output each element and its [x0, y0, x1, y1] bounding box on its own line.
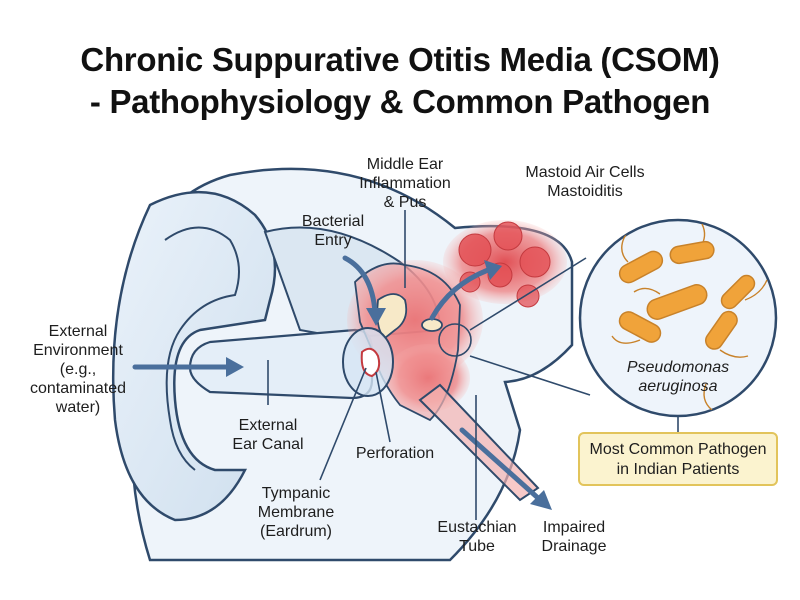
pinna-inner-fold — [164, 226, 240, 471]
label-eustachian-tube: Eustachian Tube — [437, 519, 517, 555]
pathogen-callout-box: Most Common Pathogen in Indian Patients — [578, 432, 778, 486]
label-middle-ear: Middle Ear Inflammation & Pus — [359, 156, 451, 211]
bacterium — [618, 311, 662, 343]
bacterium — [618, 250, 664, 284]
bacterium — [669, 240, 715, 265]
pinna — [111, 190, 277, 522]
bacterium — [720, 274, 756, 310]
label-bacterial-entry: Bacterial Entry — [301, 213, 365, 249]
mastoid-air-cells — [443, 220, 567, 308]
diagram-title-line1: Chronic Suppurative Otitis Media (CSOM) — [80, 41, 720, 78]
bacterium — [704, 310, 738, 350]
ossicles — [376, 293, 408, 340]
label-tympanic-membrane: Tympanic Membrane (Eardrum) — [257, 485, 335, 540]
label-organism: Pseudomonas aeruginosa — [626, 359, 730, 395]
diagram-title-line2: - Pathophysiology & Common Pathogen — [89, 83, 711, 120]
label-perforation: Perforation — [355, 445, 435, 462]
bacterium — [646, 284, 708, 320]
arrowheads — [226, 260, 552, 510]
leader-lines — [267, 210, 679, 520]
pathogen-callout-line2: in Indian Patients — [616, 461, 740, 478]
label-mastoid: Mastoid Air Cells Mastoiditis — [525, 164, 645, 200]
label-external-ear-canal: External Ear Canal — [232, 417, 304, 453]
label-external-environment: External Environment (e.g., contaminated… — [29, 323, 127, 416]
arrows — [132, 255, 541, 501]
label-impaired-drainage: Impaired Drainage — [541, 519, 607, 555]
bacteria-group — [611, 220, 768, 411]
pathogen-callout-line1: Most Common Pathogen — [589, 441, 767, 458]
